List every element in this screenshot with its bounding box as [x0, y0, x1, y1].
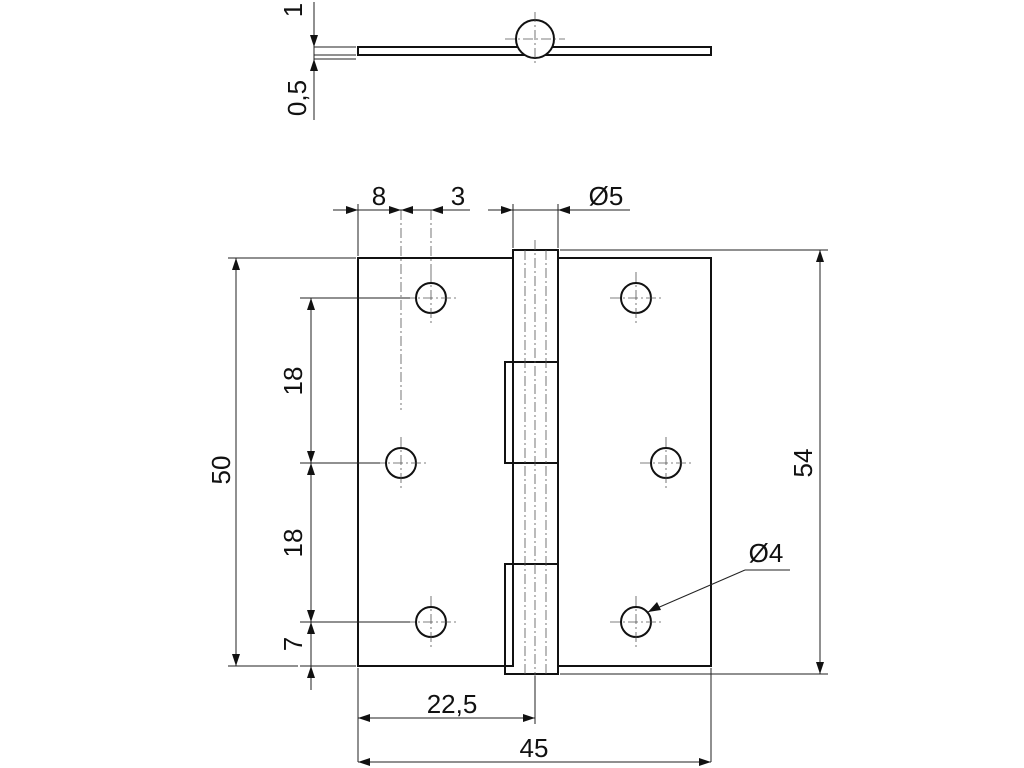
bottom-offset-dimension: 7 — [278, 637, 308, 651]
lower-pitch-dimension: 18 — [278, 529, 308, 558]
thickness-dimension: 1 — [278, 3, 308, 17]
upper-pitch-dimension: 18 — [278, 367, 308, 396]
offset-dimension: 0,5 — [282, 80, 312, 116]
knuckle-bottom — [504, 563, 559, 675]
knuckle-lower-mid — [512, 462, 559, 565]
total-height-dimension: 54 — [788, 449, 818, 478]
pin-diameter-dimension: Ø5 — [589, 181, 624, 211]
leaf-height-dimension: 50 — [206, 456, 236, 485]
side-view: 1 0,5 — [278, 2, 712, 120]
hole-spacing-dimension: 8 — [372, 181, 386, 211]
left-leaf — [357, 257, 514, 667]
right-leaf — [557, 257, 712, 667]
total-width-dimension: 45 — [520, 733, 549, 763]
knuckle-top — [512, 249, 559, 363]
hole-diameter-dimension: Ø4 — [749, 538, 784, 568]
front-view: 8 3 Ø5 18 18 7 50 54 — [206, 181, 828, 766]
hole-offset-dimension: 3 — [451, 181, 465, 211]
half-width-dimension: 22,5 — [427, 689, 478, 719]
